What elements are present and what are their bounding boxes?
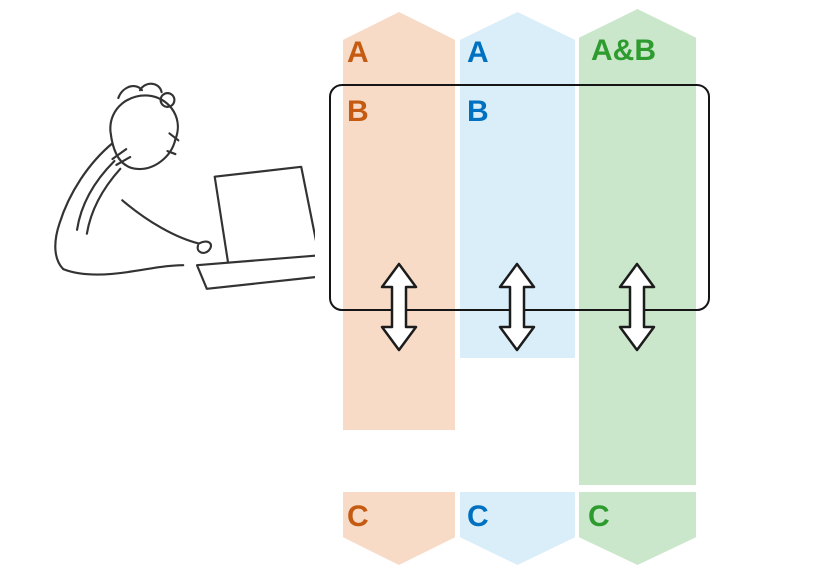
column-ab-top-label: A&B <box>591 34 656 67</box>
column-b-bottom-label: C <box>467 500 489 533</box>
column-b-middle-label: B <box>467 95 489 128</box>
column-a-body-band <box>343 74 455 430</box>
column-a-middle-label: B <box>347 95 369 128</box>
column-ab-bottom-label: C <box>588 500 610 533</box>
person-head <box>109 94 180 170</box>
person-thinking-at-laptop-illustration <box>54 82 315 290</box>
person-body <box>54 142 213 276</box>
up-down-arrow-icon <box>618 262 656 352</box>
column-a-bottom-label: C <box>347 500 369 533</box>
column-a-top-label: A <box>347 36 369 69</box>
column-b-top-label: A <box>467 36 489 69</box>
laptop-icon <box>195 165 315 290</box>
up-down-arrow-icon <box>380 262 418 352</box>
person-arm-on-head <box>75 148 132 235</box>
up-down-arrow-icon <box>498 262 536 352</box>
